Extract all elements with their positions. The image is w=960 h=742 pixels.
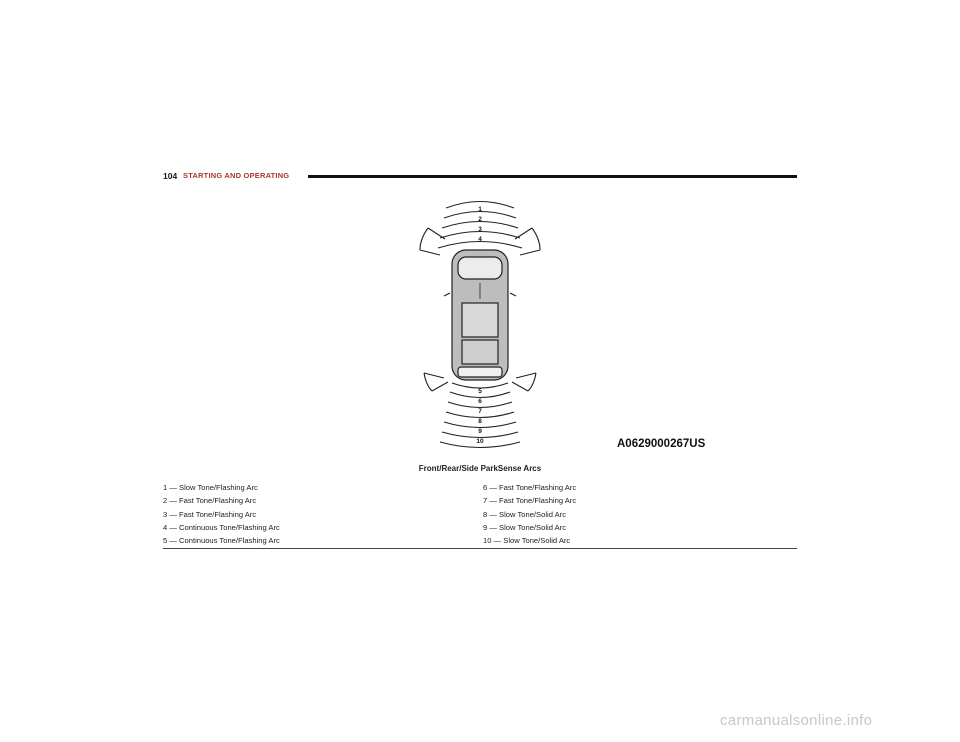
legend-item: 7 — Fast Tone/Flashing Arc xyxy=(483,496,577,506)
legend-item: 5 — Continuous Tone/Flashing Arc xyxy=(163,536,280,546)
zone-label-7: 7 xyxy=(478,408,482,415)
zone-label-8: 8 xyxy=(478,418,482,425)
parksense-diagram: 1 2 3 4 5 6 7 8 9 10 xyxy=(419,201,541,449)
legend-item: 4 — Continuous Tone/Flashing Arc xyxy=(163,523,280,533)
legend-item: 8 — Slow Tone/Solid Arc xyxy=(483,509,567,519)
figure-id: A0629000267US xyxy=(617,438,706,450)
rear-arc-11 xyxy=(439,441,521,449)
zone-label-5: 5 xyxy=(478,388,482,395)
rear-arc-5 xyxy=(451,382,509,389)
front-arc-5 xyxy=(437,240,523,249)
rear-left-side-arc xyxy=(423,372,449,392)
legend-item: 9 — Slow Tone/Solid Arc xyxy=(483,523,567,533)
legend-row: 3 — Fast Tone/Flashing Arc 8 — Slow Tone… xyxy=(163,508,797,521)
front-right-side-arc xyxy=(514,227,541,256)
zone-label-2: 2 xyxy=(478,216,482,223)
front-left-side-arc xyxy=(419,227,446,256)
section-title: STARTING AND OPERATING xyxy=(183,171,290,180)
figure-caption: Front/Rear/Side ParkSense Arcs xyxy=(418,464,542,473)
page-number: 104 xyxy=(163,171,178,181)
zone-label-6: 6 xyxy=(478,398,482,405)
front-arc-3 xyxy=(441,221,519,229)
legend-item: 1 — Slow Tone/Flashing Arc xyxy=(163,483,258,493)
front-arc-2 xyxy=(443,211,517,219)
legend-bottom-rule xyxy=(163,548,797,549)
legend-item: 10 — Slow Tone/Solid Arc xyxy=(483,536,571,546)
vehicle-top-view xyxy=(443,249,517,381)
legend-item: 6 — Fast Tone/Flashing Arc xyxy=(483,483,577,493)
front-arc-1 xyxy=(445,201,515,209)
zone-label-9: 9 xyxy=(478,428,482,435)
rear-arc-7 xyxy=(447,401,513,408)
watermark: carmanualsonline.info xyxy=(720,712,873,729)
page-header: 104 STARTING AND OPERATING xyxy=(163,171,797,185)
rear-arc-8 xyxy=(445,411,515,418)
header-rule xyxy=(308,175,797,178)
zone-label-10: 10 xyxy=(476,438,484,445)
legend-row: 2 — Fast Tone/Flashing Arc 7 — Fast Tone… xyxy=(163,494,797,507)
legend-row: 5 — Continuous Tone/Flashing Arc 10 — Sl… xyxy=(163,534,797,547)
zone-label-4: 4 xyxy=(478,236,482,243)
rear-arc-9 xyxy=(443,421,517,428)
rear-arc-6 xyxy=(449,391,511,399)
legend-item: 3 — Fast Tone/Flashing Arc xyxy=(163,509,257,519)
legend-row: 1 — Slow Tone/Flashing Arc 6 — Fast Tone… xyxy=(163,481,797,494)
zone-label-1: 1 xyxy=(478,206,482,213)
legend-row: 4 — Continuous Tone/Flashing Arc 9 — Slo… xyxy=(163,521,797,534)
rear-arc-10 xyxy=(441,431,519,438)
legend-table: 1 — Slow Tone/Flashing Arc 6 — Fast Tone… xyxy=(163,481,797,549)
rear-right-side-arc xyxy=(511,372,537,392)
zone-label-3: 3 xyxy=(478,226,482,233)
legend-item: 2 — Fast Tone/Flashing Arc xyxy=(163,496,257,506)
front-arc-4 xyxy=(439,230,521,239)
